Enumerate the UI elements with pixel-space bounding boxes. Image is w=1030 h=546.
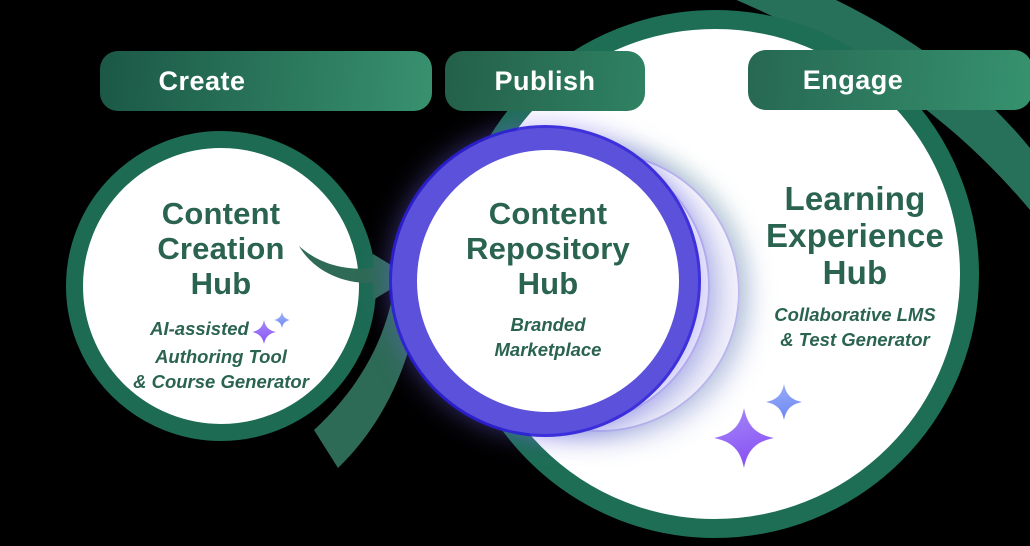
repository-hub-text: Content Repository Hub Branded Marketpla…	[423, 196, 673, 362]
stage-pill-create: Create	[100, 51, 432, 111]
repository-hub-title-line2: Repository	[466, 231, 630, 266]
repository-hub-title: Content Repository Hub	[423, 196, 673, 301]
repository-hub-title-line1: Content	[488, 196, 608, 231]
create-hub-text: Content Creation Hub AI-assisted	[96, 196, 346, 394]
learning-hub-subtitle-line1: Collaborative LMS	[774, 304, 936, 325]
create-hub-title-line2: Creation	[157, 231, 285, 266]
repository-hub-title-line3: Hub	[517, 266, 579, 301]
flow-arrow-icon	[299, 246, 411, 300]
create-hub-subtitle-line1: AI-assisted	[150, 317, 249, 339]
create-hub-title-line1: Content	[161, 196, 281, 231]
ai-sparkle-icon	[251, 312, 290, 344]
stage-pill-publish: Publish	[445, 51, 645, 111]
learning-hub-subtitle: Collaborative LMS & Test Generator	[723, 302, 987, 352]
repository-hub-subtitle-line1: Branded	[510, 314, 586, 335]
learning-hub-text: Learning Experience Hub Collaborative LM…	[723, 180, 987, 352]
learning-hub-title-line1: Learning	[784, 180, 926, 217]
sparkle-large-icon	[714, 408, 774, 468]
sparkle-small-icon	[766, 384, 802, 420]
ribbon-down-swoosh	[314, 272, 422, 468]
create-hub-title-line3: Hub	[190, 266, 252, 301]
create-hub-subtitle: AI-assisted Authoring Tool & Course G	[96, 312, 346, 394]
stage-pill-publish-label: Publish	[494, 66, 596, 96]
repository-hub-subtitle-line2: Marketplace	[494, 339, 602, 360]
learning-hub-title-line3: Hub	[822, 254, 888, 291]
create-hub-subtitle-line3: & Course Generator	[133, 371, 309, 392]
create-hub-subtitle-line2: Authoring Tool	[155, 346, 287, 367]
learning-hub-title-line2: Experience	[765, 217, 945, 254]
repository-hub-subtitle: Branded Marketplace	[423, 312, 673, 362]
stage-pill-engage-label: Engage	[802, 65, 904, 95]
learning-hub-subtitle-line2: & Test Generator	[780, 329, 930, 350]
stage-pill-create-label: Create	[158, 66, 246, 96]
repository-hub-circle	[417, 150, 679, 412]
stage-pill-engage: Engage	[748, 50, 1030, 110]
learning-hub-title: Learning Experience Hub	[723, 180, 987, 291]
create-hub-title: Content Creation Hub	[96, 196, 346, 301]
